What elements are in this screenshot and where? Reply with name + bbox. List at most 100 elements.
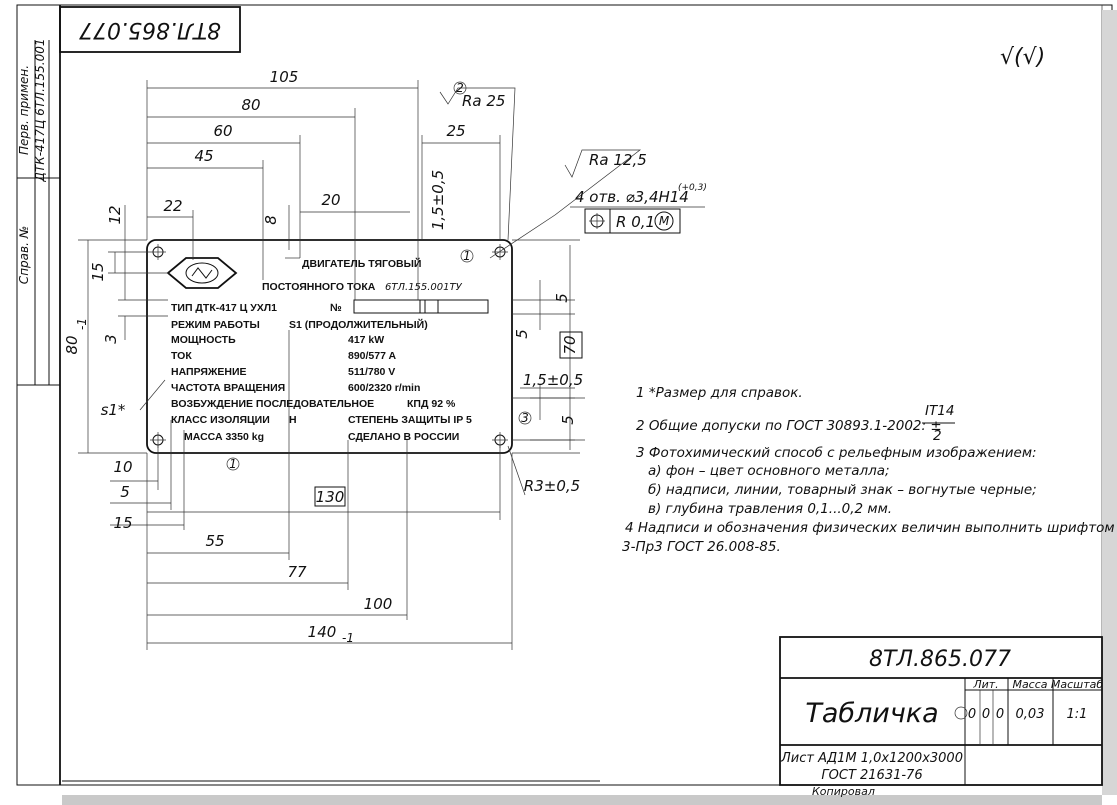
plate-row-label: ЧАСТОТА ВРАЩЕНИЯ (171, 382, 285, 394)
tb-material-2: ГОСТ 21631-76 (821, 768, 922, 783)
first-use-value: ДТК-417Ц 6ТЛ.155.001 (33, 38, 47, 182)
position-modifier: M (659, 214, 670, 228)
title-block: 8ТЛ.865.077 Табличка Лит. Масса Масштаб … (779, 636, 1103, 786)
tb-lit-2: 0 (982, 707, 990, 722)
dim-r3: R3±0,5 (524, 477, 580, 495)
position-tolerance-frame: R 0,1 M (584, 208, 681, 234)
dim-60: 60 (213, 122, 232, 140)
dim-80v-tol: -1 (75, 318, 89, 330)
plate-line2-ref: 6ТЛ.155.001ТУ (385, 282, 463, 293)
dimension-texts: 105 80 60 45 25 22 20 12 8 15 3 80 -1 s1… (63, 68, 583, 645)
note-4: 4 Надписи и обозначения физических велич… (625, 520, 1115, 536)
tb-lit-3: 0 (996, 707, 1004, 722)
dim-3: 3 (102, 334, 120, 344)
nameplate-outline (146, 239, 513, 454)
trademark-logo-icon (166, 257, 238, 289)
tb-designation: 8ТЛ.865.077 (869, 647, 1011, 672)
plate-type: ТИП ДТК-417 Ц УХЛ1 (171, 302, 277, 314)
dim-25: 25 (446, 122, 465, 140)
dim-77: 77 (287, 563, 307, 581)
plate-row-value: 511/780 V (348, 366, 395, 378)
roughness-ra25: Ra 25 (462, 92, 505, 110)
scan-shadow-bottom (62, 795, 1102, 805)
technical-notes: 1 *Размер для справок. 2 Общие допуски п… (622, 385, 1115, 555)
general-roughness: √(√) (1000, 45, 1045, 70)
first-use-label: Перв. примен. (17, 65, 31, 155)
copied-label: Копировал (812, 785, 875, 798)
dim-100: 100 (364, 595, 393, 613)
callout-1a: 1 (229, 457, 237, 471)
note-2: 2 Общие допуски по ГОСТ 30893.1-2002: ± (636, 418, 942, 434)
callout-3: 3 (521, 411, 529, 425)
dim-130: 130 (316, 488, 345, 506)
dim-8: 8 (262, 215, 280, 225)
nameplate-text: ДВИГАТЕЛЬ ТЯГОВЫЙ ПОСТОЯННОГО ТОКА 6ТЛ.1… (171, 257, 472, 443)
position-tolerance-value: R 0,1 (616, 213, 655, 231)
plate-row-label: ТОК (171, 350, 192, 362)
dim-80: 80 (241, 96, 260, 114)
dim-12: 12 (106, 205, 124, 224)
dim-1-5-right: 1,5±0,5 (523, 371, 583, 389)
plate-insulation: КЛАСС ИЗОЛЯЦИИ (171, 414, 270, 426)
tb-col-scale: Масштаб (1051, 678, 1103, 691)
plate-efficiency: КПД 92 % (407, 398, 456, 410)
dim-15h: 15 (113, 514, 132, 532)
stamp-number: 8ТЛ.865.077 (79, 17, 221, 42)
dim-15v: 15 (89, 262, 107, 281)
plate-excitation: ВОЗБУЖДЕНИЕ ПОСЛЕДОВАТЕЛЬНОЕ (171, 398, 374, 410)
tb-col-lit: Лит. (972, 678, 998, 691)
note-3: 3 Фотохимический способ с рельефным изоб… (636, 445, 1037, 461)
note-3c: в) глубина травления 0,1...0,2 мм. (648, 501, 892, 517)
scan-shadow-right (1102, 10, 1117, 795)
note-3b: б) надписи, линии, товарный знак – вогну… (648, 482, 1037, 498)
dim-10: 10 (113, 458, 132, 476)
callout-1b: 1 (463, 249, 471, 263)
tb-mass: 0,03 (1016, 707, 1045, 722)
plate-row-label: МОЩНОСТЬ (171, 334, 236, 346)
plate-row-value: 600/2320 r/min (348, 382, 420, 394)
tb-name: Табличка (805, 698, 938, 729)
note-2-numerator: IT14 (925, 403, 954, 419)
tb-col-mass: Масса (1012, 678, 1047, 691)
dim-105: 105 (270, 68, 299, 86)
tb-material-1: Лист АД1М 1,0х1200х3000 (780, 751, 963, 766)
dim-80v: 80 (63, 335, 81, 354)
holes-callout: 4 отв. ⌀3,4H14 (575, 188, 689, 206)
plate-made-in: СДЕЛАНО В РОССИИ (348, 431, 459, 443)
plate-row-label: РЕЖИМ РАБОТЫ (171, 319, 260, 331)
serial-number-field (353, 299, 489, 314)
plate-row-value: S1 (ПРОДОЛЖИТЕЛЬНЫЙ) (289, 318, 428, 331)
plate-row-value: 890/577 A (348, 350, 396, 362)
left-sidebar: Перв. примен. ДТК-417Ц 6ТЛ.155.001 Справ… (17, 38, 60, 386)
note-2-denominator: 2 (933, 428, 942, 444)
note-1: 1 *Размер для справок. (636, 385, 803, 401)
tb-scale: 1:1 (1067, 707, 1088, 722)
dim-5a: 5 (553, 293, 571, 303)
plate-row-value: 417 kW (348, 334, 384, 346)
dim-20: 20 (321, 191, 340, 209)
plate-row-label: НАПРЯЖЕНИЕ (171, 366, 247, 378)
note-4-cont: 3-Пр3 ГОСТ 26.008-85. (622, 539, 781, 555)
dim-s1: s1* (101, 401, 126, 419)
plate-no-label: № (330, 302, 342, 314)
callout-2: 2 (456, 81, 464, 95)
reference-label: Справ. № (17, 226, 31, 284)
plate-mass: МАССА 3350 kg (184, 431, 264, 443)
plate-protection: СТЕПЕНЬ ЗАЩИТЫ IP 5 (348, 414, 472, 426)
dim-140-tol: -1 (342, 631, 354, 645)
dim-5c: 5 (559, 415, 577, 425)
plate-line1: ДВИГАТЕЛЬ ТЯГОВЫЙ (302, 257, 421, 270)
tb-lit-1: 0 (968, 707, 976, 722)
top-left-stamp: 8ТЛ.865.077 (59, 6, 241, 53)
dim-1-5-top: 1,5±0,5 (429, 170, 447, 230)
dim-5b: 5 (513, 329, 531, 339)
note-3a: а) фон – цвет основного металла; (648, 463, 890, 479)
plate-insulation-value: Н (289, 414, 297, 426)
dim-45: 45 (194, 147, 213, 165)
dim-70: 70 (561, 335, 579, 354)
dimension-lines (78, 80, 705, 650)
roughness-ra125: Ra 12,5 (589, 151, 647, 169)
dim-5h: 5 (120, 483, 130, 501)
dim-140: 140 (308, 623, 337, 641)
